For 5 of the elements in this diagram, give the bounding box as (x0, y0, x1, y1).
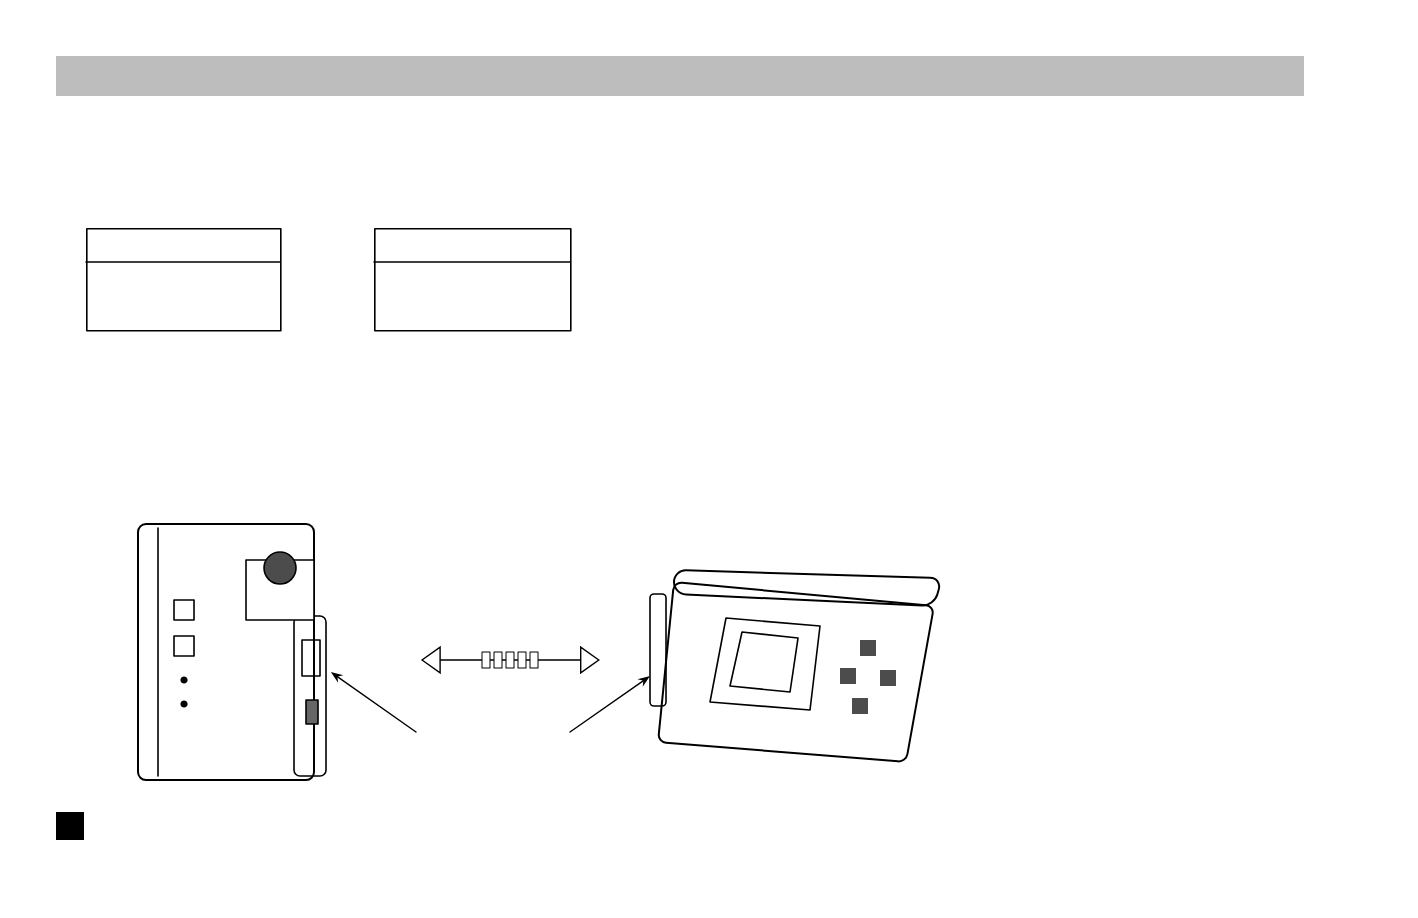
table-box (85, 228, 282, 332)
table-box (373, 228, 572, 332)
device-drawing (649, 569, 941, 763)
device-drawing (137, 523, 327, 781)
leader-line (569, 676, 650, 733)
